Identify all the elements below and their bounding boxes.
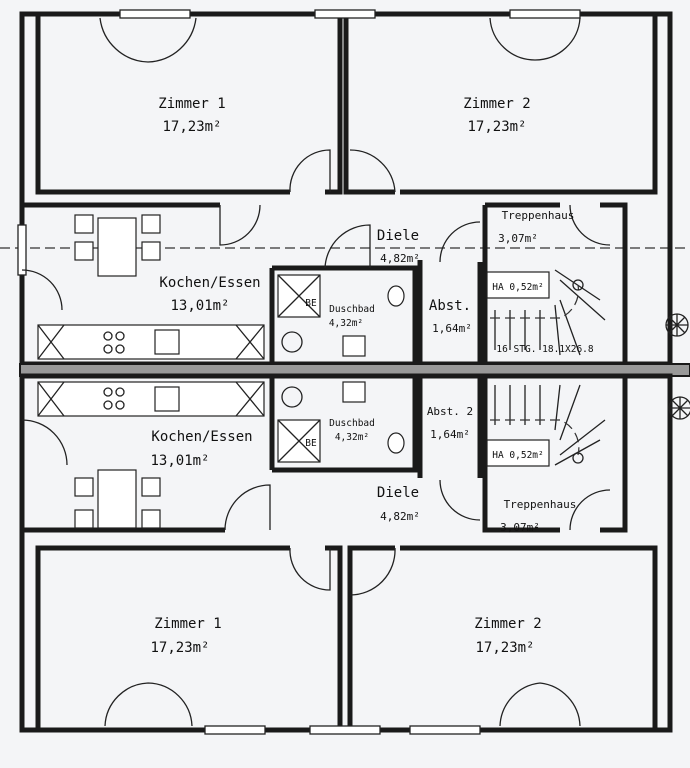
door-arc <box>99 17 197 63</box>
room-area: 13,01m² <box>170 298 229 314</box>
room-name: Zimmer 2 <box>474 616 541 632</box>
ha-room <box>486 439 550 467</box>
washbasin <box>342 335 366 357</box>
upper-inner-walls <box>22 202 628 362</box>
washing-machine <box>281 331 303 353</box>
room-area: 4,32m² <box>329 318 363 329</box>
room-name: Kochen/Essen <box>159 275 260 291</box>
shower-label: BE <box>305 298 317 309</box>
room-name: Zimmer 1 <box>154 616 221 632</box>
door-arc <box>324 224 371 269</box>
room-name: Abst. 2 <box>427 405 473 418</box>
room-area: 4,82m² <box>380 510 420 523</box>
room-area: 1,64m² <box>432 322 472 335</box>
chair <box>141 509 161 529</box>
door-arc <box>439 479 481 521</box>
room-name: Treppenhaus <box>504 498 577 511</box>
door-arc <box>104 682 193 727</box>
chair <box>141 214 161 234</box>
room-area: 3,07m² <box>500 521 540 534</box>
window <box>509 9 581 19</box>
sink <box>154 329 180 355</box>
door-arc <box>21 269 63 311</box>
lower-outer-wall <box>19 373 673 733</box>
lower-unit: BE Zimmer 1 17,23m² Zimmer 2 17,23m² Koc… <box>19 373 673 735</box>
door-arc <box>349 547 396 596</box>
lower-inner-walls <box>22 378 628 533</box>
room-area: 17,23m² <box>467 119 526 135</box>
door-arc <box>489 17 581 61</box>
window <box>314 9 376 19</box>
lower-bedroom-walls <box>35 545 658 730</box>
counter-marks <box>37 381 265 417</box>
door-arc <box>569 489 611 531</box>
upper-unit: BE Zimmer 1 17,23m² Zimmer 2 17,23m² Koc… <box>17 9 673 367</box>
door-arc <box>569 204 611 246</box>
room-name: Duschbad <box>329 418 375 429</box>
stair-note: 16 STG. 18.1X26.8 <box>496 344 594 355</box>
dining-table <box>97 469 137 529</box>
door-arc <box>224 484 271 531</box>
room-name: Duschbad <box>329 304 375 315</box>
chair <box>74 509 94 529</box>
ha-room <box>486 271 550 299</box>
room-area: 4,82m² <box>380 252 420 265</box>
kitchen-counter <box>37 324 265 360</box>
room-area: 13,01m² <box>150 453 209 469</box>
room-name: Kochen/Essen <box>151 429 252 445</box>
room-name: Diele <box>377 228 419 244</box>
room-name: Treppenhaus <box>502 209 575 222</box>
washbasin <box>342 381 366 403</box>
window <box>119 9 191 19</box>
room-area: 17,23m² <box>162 119 221 135</box>
staircase <box>490 384 606 466</box>
dining-table <box>97 217 137 277</box>
counter-marks <box>37 324 265 360</box>
room-area: 4,32m² <box>335 432 369 443</box>
room-area: 17,23m² <box>150 640 209 656</box>
door-arc <box>439 221 481 263</box>
toilet <box>387 285 405 307</box>
room-area: 1,64m² <box>430 428 470 441</box>
chair <box>74 214 94 234</box>
shower-marks <box>277 274 321 318</box>
shower-marks <box>277 419 321 463</box>
room-name: Abst. <box>429 298 471 314</box>
room-name: Diele <box>377 485 419 501</box>
window <box>204 725 266 735</box>
staircase <box>490 269 606 356</box>
tree-symbols <box>665 313 690 420</box>
chair <box>74 241 94 261</box>
sink <box>154 386 180 412</box>
chair <box>141 241 161 261</box>
door-arc <box>289 149 331 193</box>
room-area: 17,23m² <box>475 640 534 656</box>
door-arc <box>289 547 331 591</box>
toilet <box>387 432 405 454</box>
door-arc <box>219 204 261 246</box>
window <box>409 725 481 735</box>
door-arc <box>349 149 396 193</box>
window <box>309 725 381 735</box>
window <box>17 224 27 276</box>
door-arc <box>21 419 68 466</box>
ha-label: HA 0,52m² <box>492 450 543 461</box>
room-name: Zimmer 2 <box>463 96 530 112</box>
room-name: Zimmer 1 <box>158 96 225 112</box>
chair <box>74 477 94 497</box>
upper-bedroom-walls <box>35 14 658 195</box>
shower-label: BE <box>305 438 317 449</box>
door-arc <box>499 682 581 727</box>
kitchen-counter <box>37 381 265 417</box>
ha-label: HA 0,52m² <box>492 282 543 293</box>
washing-machine <box>281 386 303 408</box>
room-area: 3,07m² <box>498 232 538 245</box>
chair <box>141 477 161 497</box>
